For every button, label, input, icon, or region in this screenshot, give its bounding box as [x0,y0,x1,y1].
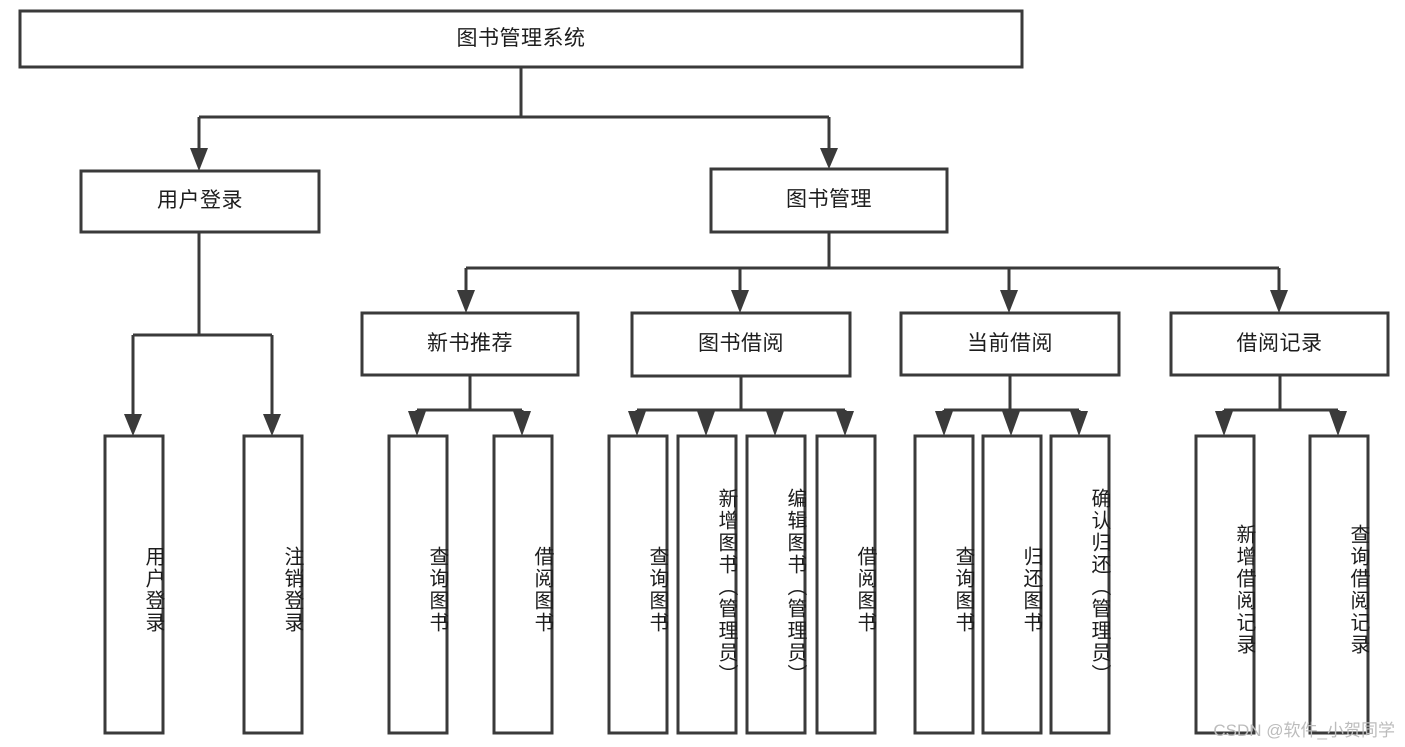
arrow-head-leaf-return-book [1002,411,1020,436]
arrow-head-leaf-add-book [697,411,715,436]
arrow-head-leaf-user-logout [263,414,281,436]
arrow-head-leaf-query-book-1 [408,411,426,436]
node-box-leaf-add-book[interactable] [676,434,738,735]
arrow-head-leaf-confirm-return [1070,411,1088,436]
node-box-book-borrow[interactable] [630,311,852,378]
node-box-borrow-record[interactable] [1169,311,1390,377]
arrow-head-leaf-query-book-2 [628,411,646,436]
node-box-leaf-query-book-2[interactable] [607,434,669,735]
arrow-head-leaf-borrow-book-2 [836,411,854,436]
arrow-head-leaf-add-record [1215,411,1233,436]
node-box-user-login[interactable] [79,169,321,234]
node-box-leaf-query-book-3[interactable] [913,434,975,735]
node-box-new-book-rec[interactable] [360,311,580,377]
arrow-head-new-book-rec [457,290,475,313]
node-box-leaf-query-book-1[interactable] [387,434,449,735]
arrow-head-leaf-query-record [1329,411,1347,436]
node-box-book-manage[interactable] [709,167,949,234]
arrow-head-leaf-user-login [124,414,142,436]
node-box-leaf-edit-book[interactable] [745,434,807,735]
node-box-current-borrow[interactable] [899,311,1121,377]
arrow-head-leaf-query-book-3 [935,411,953,436]
node-box-leaf-borrow-book-1[interactable] [492,434,554,735]
arrow-head-leaf-edit-book [766,411,784,436]
arrow-head-book-manage [820,148,838,169]
node-box-leaf-return-book[interactable] [981,434,1043,735]
arrow-head-user-login [190,148,208,171]
arrow-head-borrow-record [1270,290,1288,313]
node-box-leaf-add-record[interactable] [1194,434,1256,735]
arrow-head-leaf-borrow-book-1 [513,411,531,436]
node-box-leaf-confirm-return[interactable] [1049,434,1111,735]
arrow-head-book-borrow [731,290,749,313]
connector-layer [124,68,1347,436]
node-box-layer [18,9,1390,735]
node-box-leaf-user-login[interactable] [103,434,165,735]
node-box-leaf-borrow-book-2[interactable] [815,434,877,735]
node-box-leaf-user-logout[interactable] [242,434,304,735]
arrow-head-current-borrow [1000,290,1018,313]
node-box-leaf-query-record[interactable] [1308,434,1370,735]
node-box-root[interactable] [18,9,1024,69]
